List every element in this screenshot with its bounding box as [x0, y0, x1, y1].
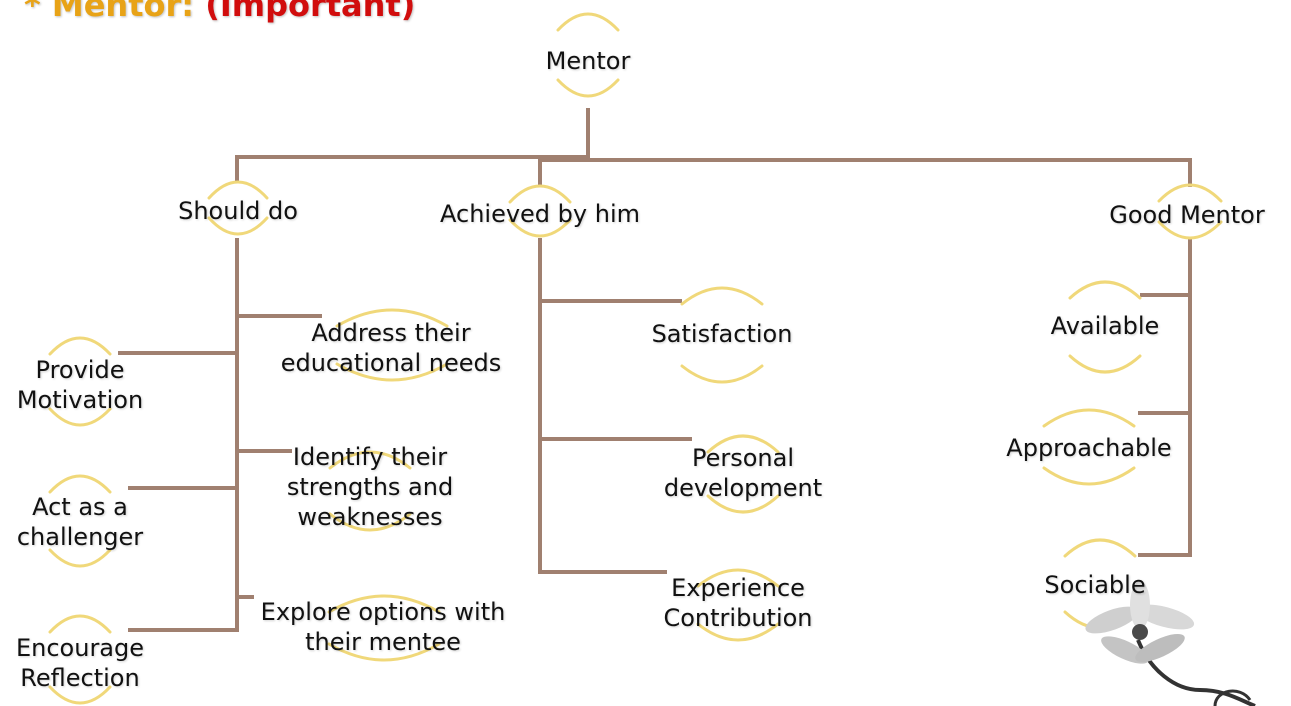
- node-sociable: Sociable: [1044, 570, 1145, 600]
- node-label-line: Reflection: [20, 664, 140, 692]
- node-arc-decoration: [680, 286, 764, 306]
- flower-stem: [1136, 639, 1256, 706]
- node-arc-decoration: [680, 364, 764, 384]
- node-arc-decoration: [1042, 408, 1136, 428]
- node-label-line: Experience: [671, 574, 805, 602]
- node-arc-decoration: [706, 494, 780, 514]
- node-arc-decoration: [1063, 538, 1137, 558]
- node-arc-decoration: [1157, 220, 1223, 240]
- connector-lines: [118, 108, 1192, 632]
- node-arc-decoration: [1042, 466, 1136, 486]
- node-label-line: Identify their: [292, 443, 448, 471]
- node-satisfaction: Satisfaction: [652, 319, 793, 349]
- node-explore-options: Explore options with their mentee: [261, 597, 506, 657]
- node-arc-decoration: [335, 362, 449, 382]
- node-good-mentor: Good Mentor: [1109, 200, 1264, 230]
- node-label-line: Contribution: [663, 604, 813, 632]
- node-achieved-by-him: Achieved by him: [440, 199, 640, 229]
- node-arc-decoration: [1157, 183, 1223, 203]
- node-arc-decoration: [328, 450, 412, 470]
- node-label-line: Motivation: [16, 386, 144, 414]
- node-label: Good Mentor: [1109, 201, 1265, 229]
- heading-prefix: * Mentor:: [24, 0, 195, 24]
- node-label: Satisfaction: [651, 320, 793, 348]
- node-arc-decoration: [696, 568, 780, 588]
- node-arc-decoration: [48, 336, 112, 356]
- node-label-line: strengths and: [286, 473, 454, 501]
- node-encourage-reflection: Encourage Reflection: [16, 633, 144, 693]
- node-arc-decoration: [48, 474, 112, 494]
- node-label-line: Address their: [311, 319, 471, 347]
- node-label: Achieved by him: [440, 200, 640, 228]
- node-label-line: Encourage: [15, 634, 145, 662]
- node-label-line: Explore options with: [260, 598, 506, 626]
- node-should-do: Should do: [178, 196, 298, 226]
- node-arc-decoration: [508, 184, 572, 204]
- node-label-line: educational needs: [280, 349, 502, 377]
- node-arc-decoration: [48, 614, 112, 634]
- node-arc-decoration: [556, 78, 620, 98]
- node-arc-decoration: [335, 308, 449, 328]
- node-available: Available: [1051, 311, 1160, 341]
- node-label: Approachable: [1006, 434, 1172, 462]
- node-arc-decoration: [327, 642, 441, 662]
- node-address-needs: Address their educational needs: [281, 318, 502, 378]
- node-mentor: Mentor: [546, 46, 631, 76]
- node-label-line: Provide: [35, 356, 125, 384]
- node-approachable: Approachable: [1006, 433, 1171, 463]
- node-label: Mentor: [545, 47, 631, 75]
- node-arc-decoration: [696, 622, 780, 642]
- heading-emphasis: (Important): [205, 0, 416, 24]
- node-personal-development: Personal development: [664, 443, 822, 503]
- node-arc-decoration: [207, 216, 269, 236]
- flower-petal: [1085, 606, 1139, 634]
- node-label-line: development: [663, 474, 823, 502]
- node-arc-decoration: [706, 434, 780, 454]
- node-provide-motivation: Provide Motivation: [17, 355, 143, 415]
- node-label-line: Act as a: [32, 493, 128, 521]
- node-arc-decoration: [48, 407, 112, 427]
- flower-icon: [1085, 581, 1256, 706]
- node-arc-decoration: [48, 548, 112, 568]
- node-arc-decoration: [48, 685, 112, 705]
- flower-petal: [1135, 633, 1185, 663]
- node-label: Available: [1050, 312, 1160, 340]
- node-arc-decoration: [207, 180, 269, 200]
- flower-stem-curl: [1213, 689, 1252, 706]
- node-label: Sociable: [1044, 571, 1146, 599]
- node-identify-strengths: Identify their strengths and weaknesses: [287, 442, 453, 532]
- node-arc-decoration: [1068, 354, 1142, 374]
- node-label-line: their mentee: [305, 628, 461, 656]
- node-arc-decoration: [327, 594, 441, 614]
- flower-petal: [1130, 581, 1150, 629]
- slide-heading: * Mentor: (Important): [24, 0, 415, 24]
- node-experience-contribution: Experience Contribution: [663, 573, 812, 633]
- node-label-line: weaknesses: [297, 503, 443, 531]
- node-label-line: Personal: [691, 444, 795, 472]
- node-arc-decoration: [1068, 280, 1142, 300]
- node-arc-decoration: [328, 512, 412, 532]
- node-arc-decoration: [508, 218, 572, 238]
- flower-center: [1132, 624, 1148, 640]
- node-label-line: challenger: [16, 523, 144, 551]
- node-arcs: [48, 12, 1223, 705]
- node-act-as-challenger: Act as a challenger: [17, 492, 143, 552]
- node-arc-decoration: [556, 12, 620, 32]
- node-label: Should do: [178, 197, 298, 225]
- flower-petal: [1135, 604, 1195, 630]
